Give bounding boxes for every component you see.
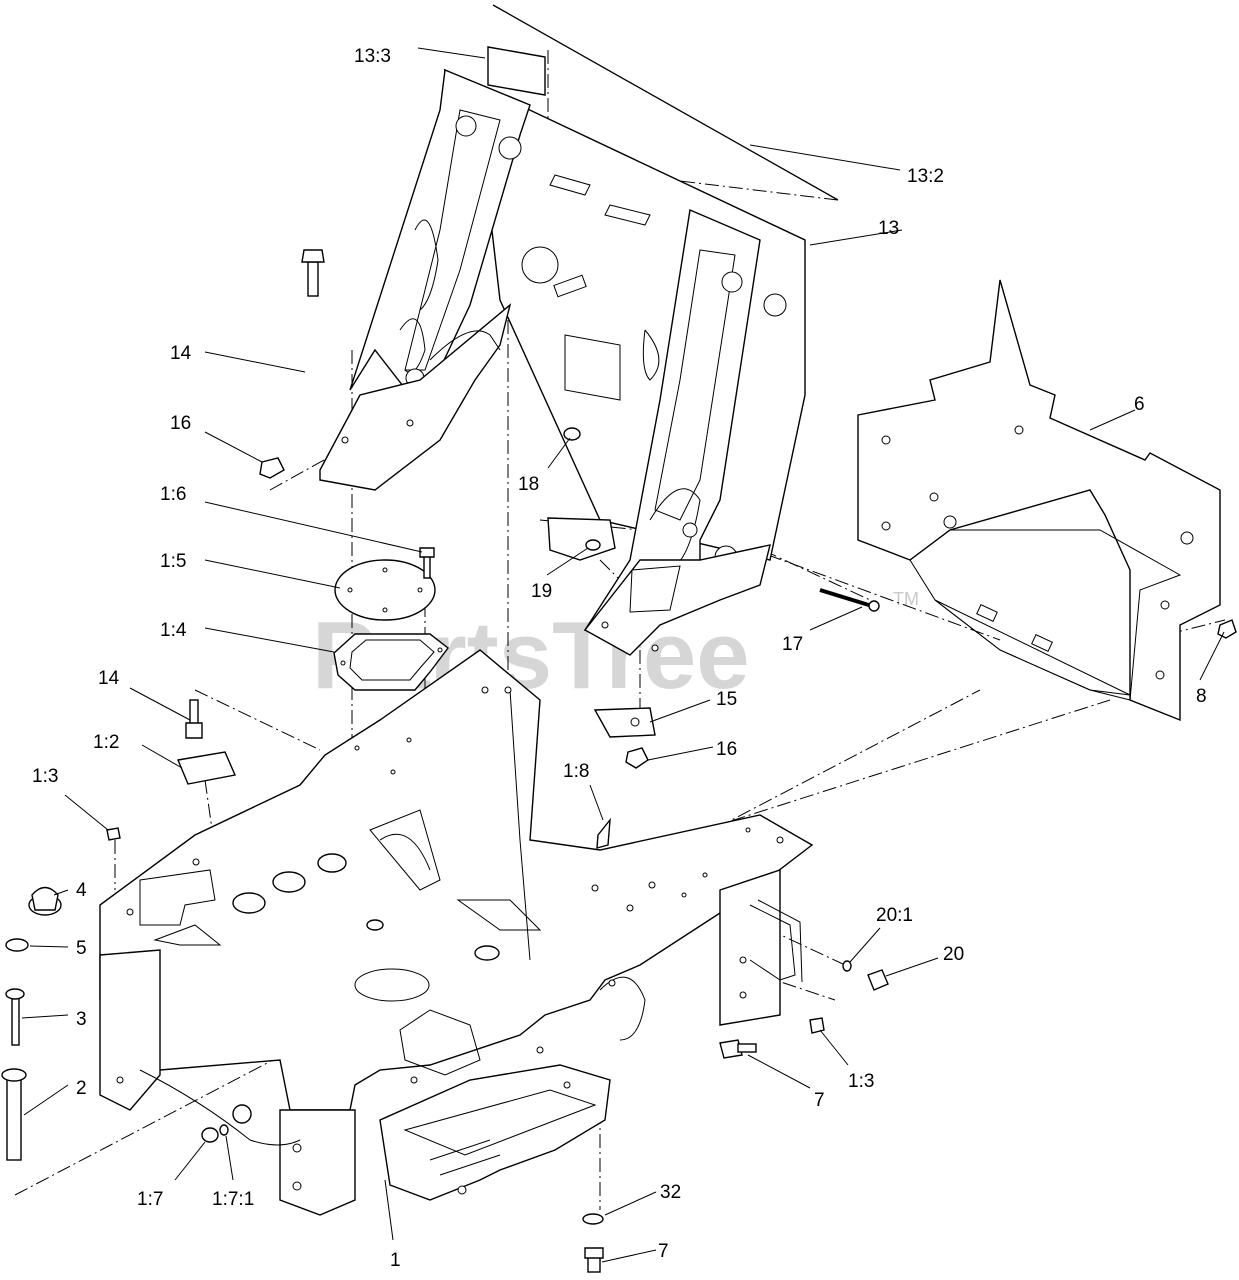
callout-32: 32: [660, 1182, 681, 1203]
callout-14-top: 14: [170, 343, 192, 364]
callout-14-mid: 14: [98, 668, 120, 689]
gasket-1-4: [333, 633, 449, 691]
cover-plate-1-5: [334, 559, 436, 621]
callout-1-2: 1:2: [93, 732, 119, 753]
callout-2: 2: [76, 1078, 87, 1099]
callout-13: 13: [878, 218, 899, 239]
callout-1-7-1: 1:7:1: [212, 1189, 254, 1210]
callout-6: 6: [1134, 394, 1145, 415]
callout-15: 15: [716, 689, 737, 710]
callout-17: 17: [782, 634, 803, 655]
callout-20: 20: [943, 944, 964, 965]
decal-panel-13-2: [492, 4, 839, 201]
shield-6: [857, 279, 1221, 722]
callout-3: 3: [76, 1009, 87, 1030]
tower-assembly-13: [319, 68, 806, 656]
watermark-trademark: TM: [893, 589, 919, 609]
callout-1: 1: [390, 1250, 401, 1271]
callout-5: 5: [76, 938, 87, 959]
callout-1-4: 1:4: [160, 620, 187, 641]
callout-19: 19: [531, 581, 552, 602]
callout-13-2: 13:2: [907, 166, 944, 187]
decal-13-3: [487, 46, 546, 96]
callout-labels: 13:3 13:2 13 14 16 6 18 1:6 1:5 19 1:4 1…: [32, 46, 1207, 1271]
callout-16-top: 16: [170, 413, 191, 434]
callout-1-7: 1:7: [137, 1189, 163, 1210]
leader-lines: [21, 47, 1225, 1263]
callout-8: 8: [1196, 686, 1207, 707]
callout-1-3-left: 1:3: [32, 766, 58, 787]
main-frame-1: [99, 649, 814, 1216]
callout-1-3-right: 1:3: [848, 1071, 874, 1092]
callout-1-6: 1:6: [160, 484, 186, 505]
hardware: [1, 249, 1237, 1273]
callout-16-mid: 16: [716, 739, 737, 760]
callout-18: 18: [518, 474, 539, 495]
callout-13-3: 13:3: [354, 46, 391, 67]
callout-7-mid: 7: [814, 1090, 825, 1111]
callout-1-5: 1:5: [160, 551, 186, 572]
callout-7-bottom: 7: [658, 1241, 669, 1262]
callout-20-1: 20:1: [876, 905, 913, 926]
callout-4: 4: [76, 880, 87, 901]
callout-1-8: 1:8: [563, 761, 589, 782]
